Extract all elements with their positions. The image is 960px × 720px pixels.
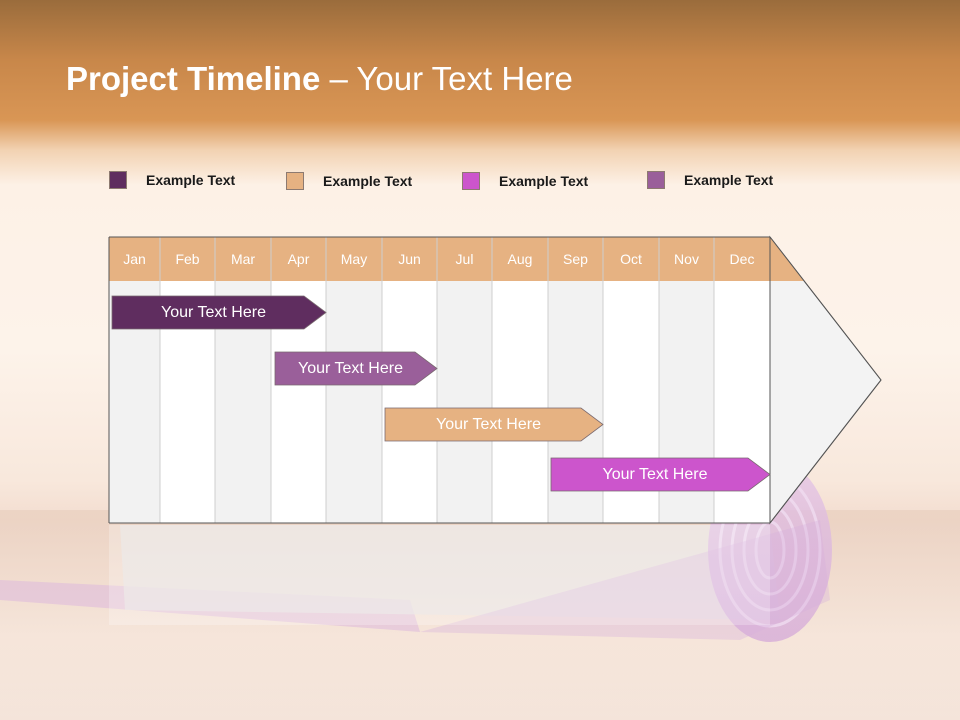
month-header-cell <box>714 237 770 281</box>
month-column <box>492 281 548 523</box>
month-label-jun: Jun <box>398 251 421 267</box>
month-header-cell <box>603 237 659 281</box>
month-header-cell <box>492 237 548 281</box>
month-label-nov: Nov <box>674 251 699 267</box>
month-header-cell <box>326 237 382 281</box>
slide-title: Project Timeline – Your Text Here <box>66 60 573 98</box>
month-label-may: May <box>340 251 368 267</box>
arrow-lower-edge <box>769 379 882 524</box>
legend-label: Example Text <box>499 173 589 189</box>
month-label-jul: Jul <box>455 251 474 267</box>
task-bar-label-4: Your Text Here <box>602 466 708 483</box>
month-header-cell <box>382 237 437 281</box>
task-bar-4 <box>550 457 771 492</box>
month-header-cell <box>659 237 714 281</box>
month-label-dec: Dec <box>729 251 755 267</box>
legend-swatch <box>462 172 480 190</box>
month-column <box>382 281 437 523</box>
month-label-aug: Aug <box>507 251 533 267</box>
legend-swatch <box>286 172 304 190</box>
month-label-feb: Feb <box>175 251 200 267</box>
month-label-sep: Sep <box>563 251 588 267</box>
month-column <box>326 281 382 523</box>
legend-label: Example Text <box>323 173 413 189</box>
slide-title-subtitle: – Your Text Here <box>320 60 573 97</box>
task-bar-2 <box>274 351 438 386</box>
timeline-reflection <box>109 525 770 625</box>
month-label-jan: Jan <box>123 251 146 267</box>
slide-title-bold: Project Timeline <box>66 60 321 97</box>
month-label-oct: Oct <box>620 251 642 267</box>
legend-swatch <box>647 171 665 189</box>
legend-swatch <box>109 171 127 189</box>
month-column <box>437 281 492 523</box>
task-bar-1 <box>111 295 327 330</box>
task-bar-3 <box>384 407 604 442</box>
month-header-cell <box>437 237 492 281</box>
legend-label: Example Text <box>684 172 774 188</box>
task-bar-label-2: Your Text Here <box>298 360 403 377</box>
month-header-cell <box>109 237 160 281</box>
task-bar-label-3: Your Text Here <box>436 416 541 433</box>
legend-label: Example Text <box>146 172 236 188</box>
arrow-upper-edge <box>769 236 882 381</box>
month-header-cell <box>215 237 271 281</box>
month-header-cell <box>160 237 215 281</box>
month-header-cell <box>548 237 603 281</box>
month-header-cell <box>271 237 326 281</box>
month-label-apr: Apr <box>287 251 310 267</box>
month-label-mar: Mar <box>230 251 256 267</box>
task-bar-label-1: Your Text Here <box>161 304 266 321</box>
